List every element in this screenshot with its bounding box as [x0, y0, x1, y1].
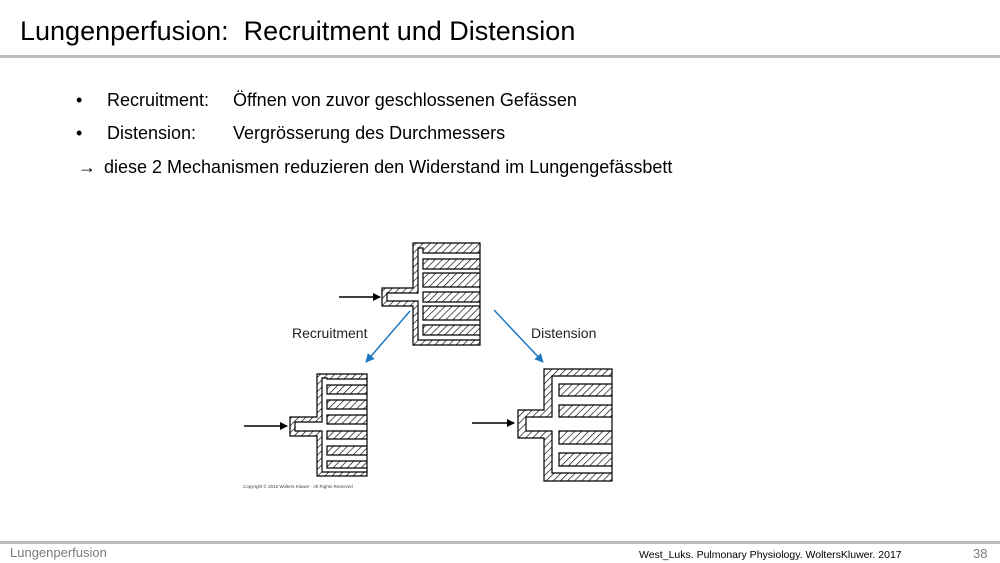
footer-citation: West_Luks. Pulmonary Physiology. Wolters…	[639, 549, 902, 561]
label-recruitment: Recruitment	[292, 325, 368, 341]
vessel-distension	[472, 368, 613, 482]
vessel-recruitment	[244, 373, 368, 477]
bullet-marker: •	[76, 90, 83, 110]
footer-section: Lungenperfusion	[10, 545, 107, 560]
recruitment-arrow-icon	[365, 310, 411, 363]
page-number: 38	[973, 546, 988, 561]
vessel-baseline	[339, 242, 481, 346]
distension-arrow-icon	[493, 309, 544, 363]
label-distension: Distension	[531, 325, 597, 341]
right-arrow-icon: →	[78, 157, 96, 177]
footer-divider	[0, 541, 1000, 544]
bullet-definition: Öffnen von zuvor geschlossenen Gefässen	[233, 90, 577, 110]
slide-title: Lungenperfusion: Recruitment und Distens…	[20, 16, 576, 46]
vessel-diagram	[244, 242, 613, 482]
conclusion-text: diese 2 Mechanismen reduzieren den Wider…	[104, 157, 673, 177]
bullet-term: Recruitment:	[107, 90, 210, 110]
title-divider	[0, 55, 1000, 58]
bullet-term: Distension:	[107, 123, 197, 143]
conclusion-line: → diese 2 Mechanismen reduzieren den Wide…	[78, 157, 672, 178]
bullet-marker: •	[76, 123, 83, 143]
bullet-definition: Vergrösserung des Durchmessers	[233, 123, 506, 143]
figure-copyright: Copyright © 2016 Wolters Kluwer · All Ri…	[243, 484, 353, 489]
